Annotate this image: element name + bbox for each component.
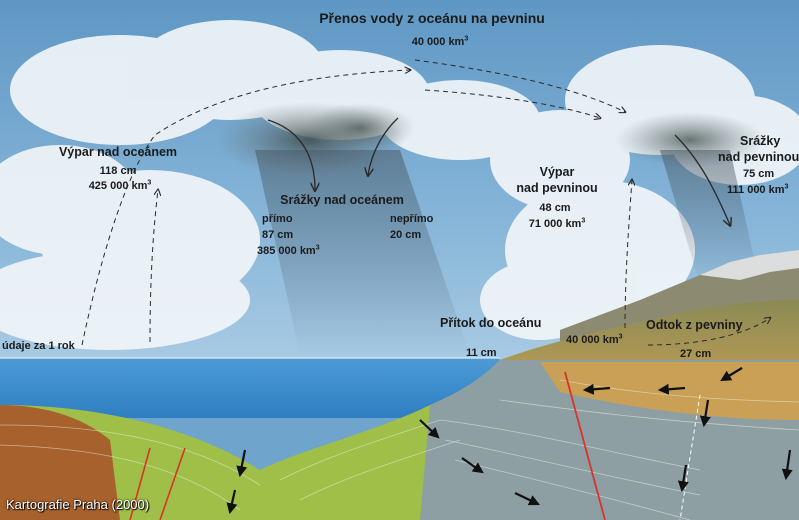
evap-ocean-volume: 425 000 km3 xyxy=(88,179,152,192)
evap-land-heading-2: nad pevninou xyxy=(516,181,598,195)
rain-land xyxy=(660,150,760,285)
evap-ocean-depth: 118 cm xyxy=(99,165,137,177)
runoff-volume: 40 000 km3 xyxy=(566,333,623,346)
runoff-heading: Odtok z pevniny xyxy=(646,318,743,332)
annual-note: údaje za 1 rok xyxy=(2,340,75,352)
evap-land-depth: 48 cm xyxy=(539,202,571,214)
precip-ocean-heading: Srážky nad oceánem xyxy=(280,193,404,207)
land-surface xyxy=(500,300,799,372)
runoff-depth: 27 cm xyxy=(680,348,712,360)
precip-ocean-direct-volume: 385 000 km3 xyxy=(257,244,320,257)
inflow-depth: 11 cm xyxy=(466,347,497,359)
precip-land-heading-1: Srážky xyxy=(740,134,781,148)
precip-ocean-direct-label: přímo xyxy=(262,213,293,225)
evap-land-heading-1: Výpar xyxy=(539,165,575,179)
precip-land-depth: 75 cm xyxy=(743,168,775,180)
diagram-title: Přenos vody z oceánu na pevninu xyxy=(319,10,545,26)
fault-line xyxy=(564,371,606,520)
ocean-floor-strata xyxy=(0,360,500,520)
precip-ocean-indirect-label: nepřímo xyxy=(390,213,434,225)
vapor-transport-arrows xyxy=(81,59,770,346)
inflow-heading: Přítok do oceánu xyxy=(440,316,542,330)
ocean xyxy=(0,358,500,418)
credit-text: Kartografie Praha (2000) xyxy=(6,497,150,512)
precip-land-volume: 111 000 km3 xyxy=(727,183,789,196)
groundwater-flow-arrows xyxy=(226,367,793,515)
title-volume: 40 000 km3 xyxy=(411,35,469,48)
cloud-bank xyxy=(0,20,799,350)
evap-land-volume: 71 000 km3 xyxy=(528,217,586,230)
rain-ocean xyxy=(255,150,470,355)
evap-ocean-heading: Výpar nad oceánem xyxy=(58,145,178,159)
precipitation-arrows xyxy=(267,117,730,225)
precip-ocean-direct-depth: 87 cm xyxy=(262,229,294,241)
precip-ocean-indirect-depth: 20 cm xyxy=(390,229,422,241)
precip-land-heading-2: nad pevninou xyxy=(718,150,799,164)
